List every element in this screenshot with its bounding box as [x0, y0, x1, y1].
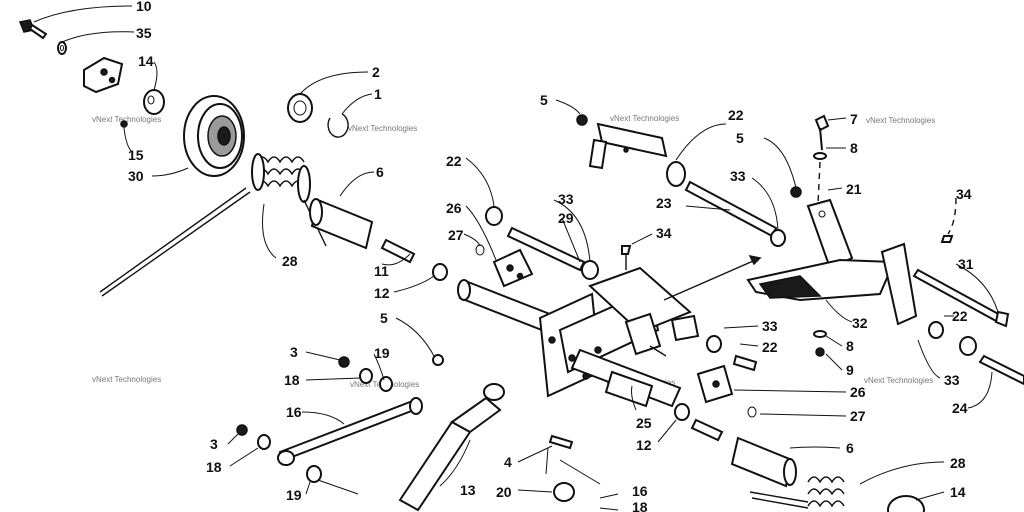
center-upper-parts [475, 206, 758, 418]
callout-number: 33 [730, 168, 746, 184]
callout-number: 30 [128, 168, 144, 184]
callout-number: 18 [284, 372, 300, 388]
callout-number: 2 [372, 64, 380, 80]
callout-number: 3 [290, 344, 298, 360]
callout-number: 22 [728, 107, 744, 123]
callout-number: 14 [950, 484, 966, 500]
watermark: vNext Technologies [864, 376, 933, 385]
callout-number: 33 [558, 191, 574, 207]
main-frame-assembly [457, 266, 700, 408]
callout-number: 34 [956, 186, 972, 202]
watermark: vNext Technologies [866, 116, 935, 125]
callout-number: 25 [636, 415, 652, 431]
callout-number: 16 [286, 404, 302, 420]
callout-number: 34 [656, 225, 672, 241]
lower-right-group [674, 403, 925, 512]
callout-number: 18 [632, 499, 648, 512]
callout-number: 14 [138, 53, 154, 69]
callout-number: 21 [846, 181, 862, 197]
callout-number: 20 [496, 484, 512, 500]
callout-number: 11 [374, 263, 389, 279]
callout-number: 22 [762, 339, 778, 355]
callout-number: 33 [762, 318, 778, 334]
callout-number: 3 [210, 436, 218, 452]
callout-number: 33 [944, 372, 960, 388]
watermark: vNext Technologies [348, 124, 417, 133]
callout-number: 4 [504, 454, 512, 470]
callout-number: 28 [282, 253, 298, 269]
leader-lines [33, 5, 999, 511]
callout-number: 5 [736, 130, 744, 146]
callout-number: 27 [448, 227, 464, 243]
callout-number: 5 [380, 310, 388, 326]
watermark: vNext Technologies [92, 375, 161, 384]
callout-number: 24 [952, 400, 968, 416]
lower-left-shock-group [236, 354, 575, 512]
upper-left-wheel-group [18, 19, 448, 297]
callout-number: 29 [558, 210, 574, 226]
watermark: vNext Technologies [92, 115, 161, 124]
callout-number: 8 [846, 338, 854, 354]
callout-number: 27 [850, 408, 866, 424]
callout-labels: 10 35 14 15 30 2 1 6 28 11 12 5 22 5 7 8… [128, 0, 974, 512]
right-rocker-group [663, 114, 1024, 386]
callout-number: 9 [846, 362, 854, 378]
callout-number: 6 [376, 164, 384, 180]
callout-number: 16 [632, 483, 648, 499]
callout-number: 12 [636, 437, 652, 453]
callout-number: 22 [952, 308, 968, 324]
callout-number: 26 [850, 384, 866, 400]
watermark: vNext Technologies [610, 114, 679, 123]
callout-number: 19 [286, 487, 302, 503]
callout-number: 35 [136, 25, 152, 41]
callout-number: 19 [374, 345, 390, 361]
callout-number: 32 [852, 315, 868, 331]
callout-number: 10 [136, 0, 152, 14]
callout-number: 8 [850, 140, 858, 156]
callout-number: 23 [656, 195, 672, 211]
callout-number: 26 [446, 200, 462, 216]
callout-number: 31 [958, 256, 974, 272]
upper-bracket-group [576, 114, 802, 247]
callout-number: 15 [128, 147, 144, 163]
callout-number: 22 [446, 153, 462, 169]
callout-number: 1 [374, 86, 382, 102]
callout-number: 12 [374, 285, 390, 301]
callout-number: 7 [850, 111, 858, 127]
callout-number: 28 [950, 455, 966, 471]
callout-number: 5 [540, 92, 548, 108]
callout-number: 18 [206, 459, 222, 475]
callout-number: 13 [460, 482, 476, 498]
callout-number: 6 [846, 440, 854, 456]
